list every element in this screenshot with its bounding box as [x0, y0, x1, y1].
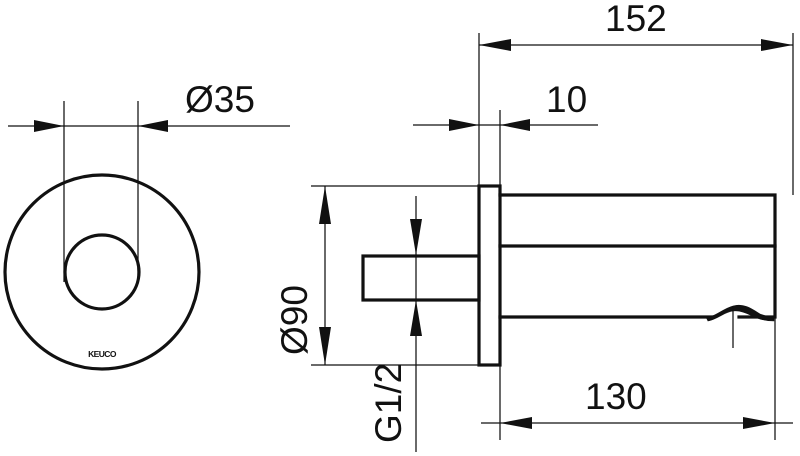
- side-view-group: 152 10 Ø90 G1/2 130: [274, 0, 794, 452]
- g12-inlet-pipe: [361, 254, 481, 302]
- arrowhead-10-left: [449, 119, 479, 131]
- dimension-label-dia90: Ø90: [274, 285, 315, 355]
- dimension-label-g12: G1/2: [368, 363, 409, 443]
- spout-body-outline: [498, 193, 777, 319]
- brand-logo-text: KEUCO: [88, 349, 117, 359]
- arrowhead-152-left: [479, 39, 511, 51]
- dimension-label-152: 152: [605, 0, 667, 39]
- front-view-group: Ø35 KEUCO: [3, 79, 290, 371]
- arrowhead-dia90-bottom: [319, 327, 331, 365]
- arrowhead-g12-bottom: [410, 300, 422, 336]
- arrowhead-dia35-right: [138, 120, 168, 132]
- aerator-outlet-bulge: [705, 304, 775, 322]
- dimension-label-10: 10: [546, 79, 587, 120]
- arrowhead-g12-top: [410, 219, 422, 255]
- arrowhead-152-right: [761, 39, 793, 51]
- arrowhead-dia35-left: [34, 120, 64, 132]
- arrowhead-dia90-top: [319, 186, 331, 224]
- escutcheon-inner-circle: [63, 233, 141, 311]
- dimension-label-130: 130: [585, 376, 647, 417]
- wall-flange-plate: [477, 184, 502, 367]
- escutcheon-outer-circle: [3, 173, 201, 371]
- dimension-label-dia35: Ø35: [185, 79, 255, 120]
- arrowhead-130-right: [743, 417, 775, 429]
- arrowhead-130-left: [500, 417, 532, 429]
- arrowhead-10-right: [500, 119, 530, 131]
